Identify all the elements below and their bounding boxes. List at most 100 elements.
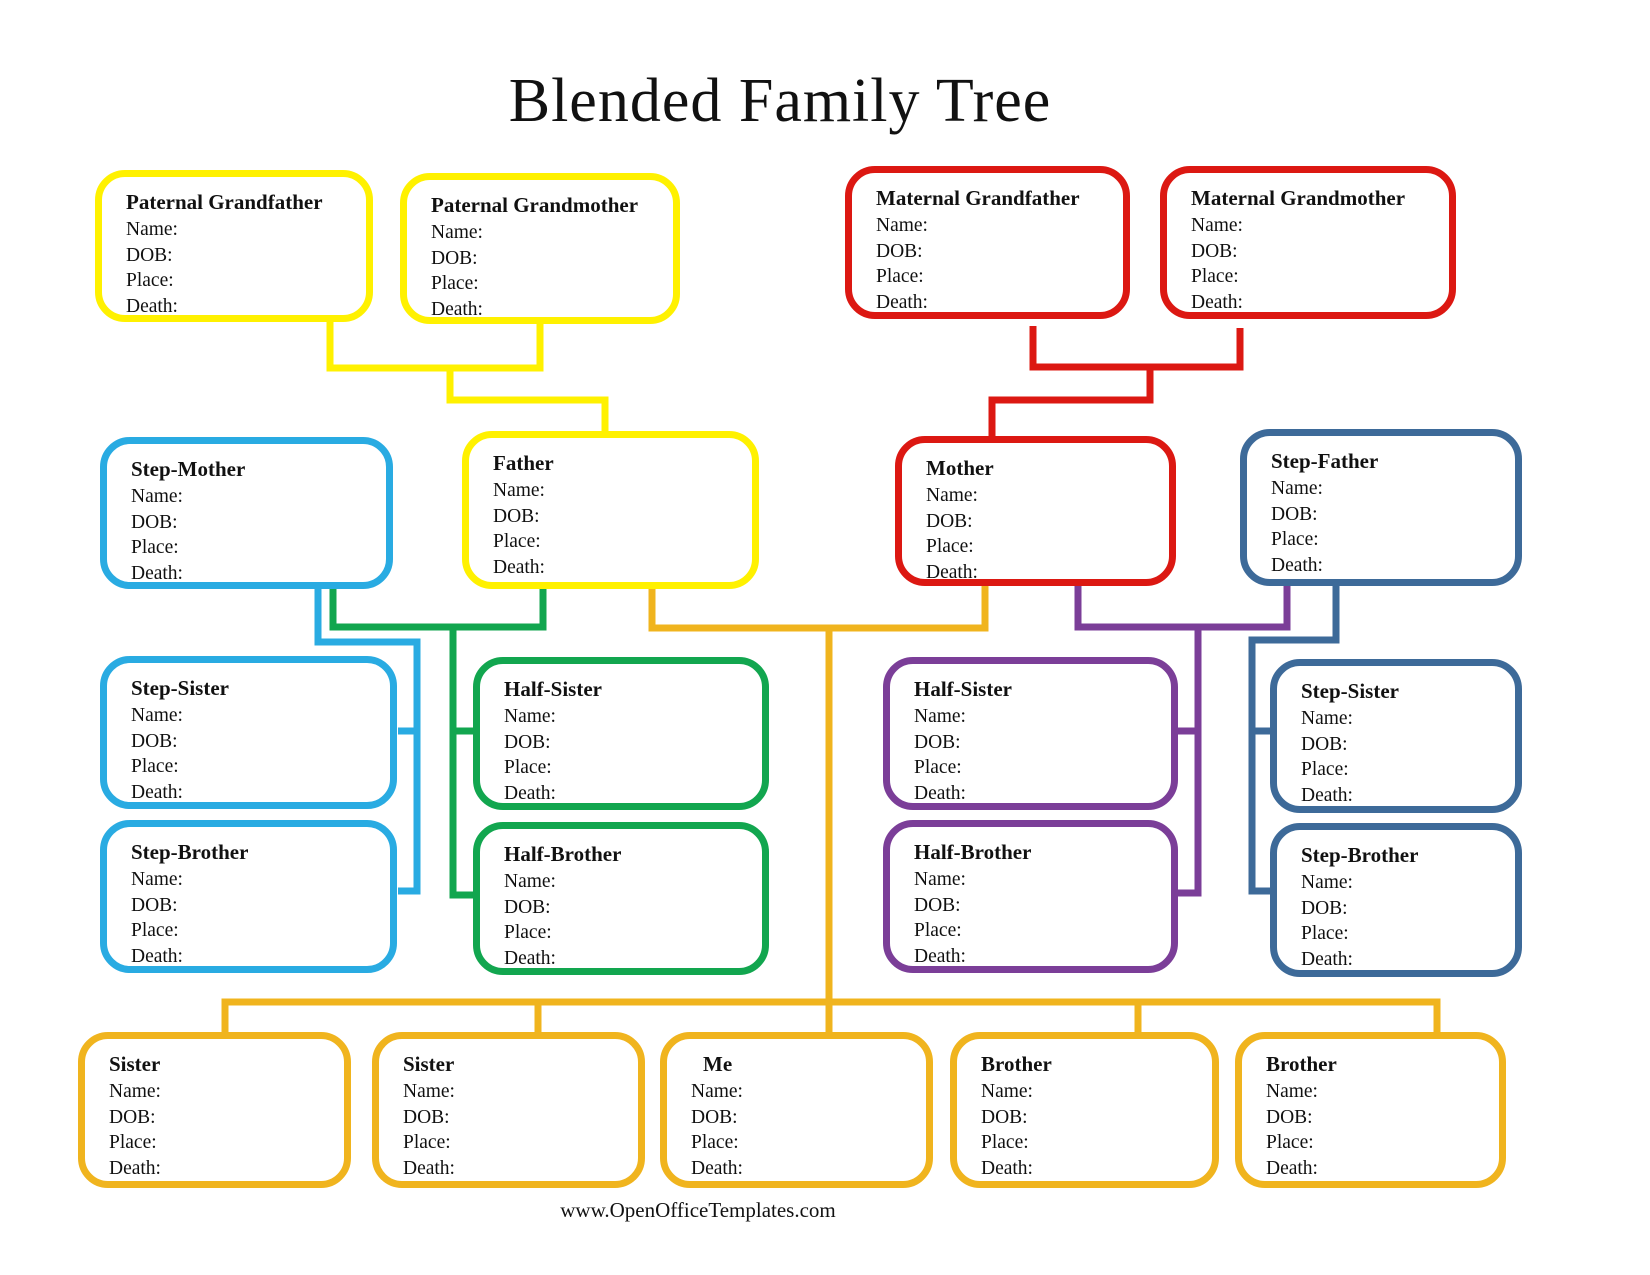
field-label: Name:	[131, 486, 183, 507]
field-label: Death:	[1266, 1157, 1318, 1179]
field-label: Place:	[691, 1132, 739, 1153]
connector-full-siblings	[221, 584, 1441, 1032]
field-label: DOB:	[493, 505, 540, 527]
field-label: Name:	[1301, 872, 1353, 893]
box-title: Brother	[1266, 1052, 1337, 1076]
field-label: Death:	[876, 291, 928, 313]
field-label: Death:	[981, 1157, 1033, 1179]
field-label: DOB:	[131, 511, 178, 533]
box-paternal-grandmother: Paternal Grandmother Name: DOB: Place: Deat…	[400, 173, 680, 324]
box-sister-2: Sister Name:DOB:Place:Death:	[372, 1032, 645, 1188]
field-label: Name:	[1301, 708, 1353, 729]
box-title: Mother	[926, 456, 994, 480]
field-label: Death:	[1271, 554, 1323, 576]
box-title: Half-Sister	[914, 677, 1012, 701]
field-label: Name:	[504, 706, 556, 727]
field-label: Place:	[1271, 529, 1319, 550]
field-label: DOB:	[504, 731, 551, 753]
box-title: Step-Father	[1271, 449, 1379, 473]
field-label: Death:	[1191, 291, 1243, 313]
field-label: Name:	[876, 215, 928, 236]
box-title: Paternal Grandfather	[126, 190, 323, 214]
field-label: Name:	[403, 1081, 455, 1102]
box-mother: Mother Name:DOB:Place:Death:	[895, 436, 1176, 586]
field-label: DOB:	[109, 1106, 156, 1128]
field-label: Name:	[926, 485, 978, 506]
field-label: Place:	[431, 273, 479, 294]
field-label: Death:	[403, 1157, 455, 1179]
field-label: DOB:	[131, 894, 178, 916]
field-label: DOB:	[1266, 1106, 1313, 1128]
field-label: Name:	[504, 871, 556, 892]
box-brother-1: Brother Name:DOB:Place:Death:	[950, 1032, 1219, 1188]
box-title: Brother	[981, 1052, 1052, 1076]
field-label: Name:	[1266, 1081, 1318, 1102]
field-label: Death:	[914, 782, 966, 804]
field-label: Death:	[914, 945, 966, 967]
field-label: DOB:	[981, 1106, 1028, 1128]
field-label: Name:	[914, 706, 966, 727]
field-label: Place:	[131, 537, 179, 558]
box-title: Me	[703, 1052, 733, 1076]
field-label: DOB:	[126, 244, 173, 266]
field-label: Place:	[131, 756, 179, 777]
field-label: Place:	[876, 266, 924, 287]
field-label: Place:	[1301, 923, 1349, 944]
field-label: Death:	[126, 295, 178, 317]
box-title: Sister	[403, 1052, 455, 1076]
field-label: DOB:	[131, 730, 178, 752]
field-label: DOB:	[1271, 503, 1318, 525]
field-label: DOB:	[876, 240, 923, 262]
field-label: Death:	[493, 556, 545, 578]
field-label: Death:	[131, 781, 183, 803]
footer-url: www.OpenOfficeTemplates.com	[560, 1198, 836, 1222]
box-me: Me Name:DOB:Place:Death:	[660, 1032, 933, 1188]
box-step-father: Step-Father Name: DOB: Place: Death:	[1240, 429, 1522, 586]
field-label: DOB:	[431, 247, 478, 269]
field-label: DOB:	[403, 1106, 450, 1128]
field-label: Name:	[981, 1081, 1033, 1102]
box-title: Half-Sister	[504, 677, 602, 701]
box-step-sister-right: Step-Sister Name:DOB:Place:Death:	[1270, 659, 1522, 813]
field-label: Place:	[1191, 266, 1239, 287]
field-label: Name:	[109, 1081, 161, 1102]
field-label: Name:	[1191, 215, 1243, 236]
field-label: Place:	[1301, 759, 1349, 780]
box-sister-1: Sister Name:DOB:Place:Death:	[78, 1032, 351, 1188]
field-label: Death:	[504, 782, 556, 804]
field-label: Place:	[493, 531, 541, 552]
field-label: Place:	[914, 757, 962, 778]
box-maternal-grandmother: Maternal Grandmother Name:DOB:Place:Deat…	[1160, 166, 1456, 319]
field-label: Death:	[926, 561, 978, 583]
connector-paternal-grandparents	[326, 320, 609, 434]
field-label: Name:	[126, 219, 178, 240]
field-label: DOB:	[1301, 897, 1348, 919]
field-label: Name:	[431, 222, 483, 243]
box-father: Father Name:DOB:Place:Death:	[462, 431, 759, 589]
field-label: Name:	[493, 480, 545, 501]
box-title: Half-Brother	[914, 840, 1032, 864]
field-label: Death:	[431, 298, 483, 320]
field-label: Name:	[131, 705, 183, 726]
field-label: Name:	[1271, 478, 1323, 499]
field-label: Name:	[131, 869, 183, 890]
connector-maternal-grandparents	[988, 326, 1244, 439]
field-label: Place:	[126, 270, 174, 291]
field-label: Place:	[109, 1132, 157, 1153]
field-label: Place:	[1266, 1132, 1314, 1153]
field-label: Death:	[109, 1157, 161, 1179]
box-title: Step-Sister	[131, 676, 229, 700]
field-label: DOB:	[914, 731, 961, 753]
page-title: Blended Family Tree	[508, 67, 1052, 135]
box-title: Paternal Grandmother	[431, 193, 639, 217]
field-label: Place:	[504, 922, 552, 943]
field-label: DOB:	[1191, 240, 1238, 262]
field-label: Place:	[926, 536, 974, 557]
box-title: Half-Brother	[504, 842, 622, 866]
box-half-brother-left: Half-Brother Name:DOB:Place:Death:	[473, 822, 769, 975]
field-label: DOB:	[914, 894, 961, 916]
field-label: Death:	[131, 945, 183, 967]
field-label: DOB:	[691, 1106, 738, 1128]
field-label: Death:	[691, 1157, 743, 1179]
